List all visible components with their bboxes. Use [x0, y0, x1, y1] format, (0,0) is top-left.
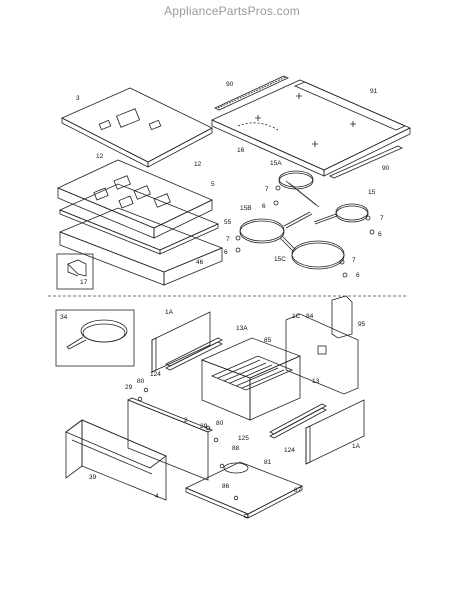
callout-90a: 90 [226, 81, 234, 88]
callouts-upper: 3 90 91 16 12 12 5 55 46 15A 7 6 15 90 1… [76, 81, 390, 286]
callout-87: 87 [294, 487, 302, 494]
callout-6a: 6 [262, 203, 266, 210]
callout-13: 13 [312, 378, 320, 385]
callout-7a: 7 [265, 186, 269, 193]
callout-6b: 6 [378, 231, 382, 238]
callout-7c: 7 [226, 236, 230, 243]
part-39-outer-front [65, 419, 167, 501]
callout-1a: 1A [165, 309, 174, 316]
callout-84: 84 [306, 313, 314, 320]
callout-6d: 6 [356, 272, 360, 279]
part-87-bottom-plate [185, 461, 303, 519]
callout-46: 46 [196, 259, 204, 266]
callout-55: 55 [224, 219, 232, 226]
part-13a-slide [165, 337, 223, 371]
part-95-bracket [331, 295, 353, 339]
part-55-plate [58, 183, 220, 255]
callout-29b: 29 [200, 423, 208, 430]
callout-6c: 6 [224, 249, 228, 256]
callout-1c: 1C [292, 313, 301, 320]
callout-1a2: 1A [352, 443, 361, 450]
part-90-strip-right [329, 145, 403, 179]
callout-2: 2 [184, 417, 188, 424]
callout-124a: 124 [150, 371, 161, 378]
part-5-chassis [57, 159, 213, 239]
burner-15b [239, 211, 313, 244]
callout-5: 5 [211, 181, 215, 188]
callout-80a: 80 [137, 378, 145, 385]
callout-125: 125 [238, 435, 249, 442]
part-3-top-panel [61, 87, 213, 168]
callout-12b: 12 [194, 161, 202, 168]
callout-80b: 80 [216, 420, 224, 427]
callout-13a: 13A [236, 325, 248, 332]
screws-upper [235, 185, 375, 278]
part-1a-side-panel-left [151, 311, 211, 373]
screws-lower [137, 387, 249, 519]
part-1c-rear-panel [285, 313, 359, 395]
callout-3: 3 [76, 95, 80, 102]
burner-15c [279, 235, 345, 270]
callout-86: 86 [222, 483, 230, 490]
callout-7d: 7 [352, 257, 356, 264]
callout-81: 81 [264, 459, 272, 466]
part-13-slide [269, 403, 327, 439]
callout-29a: 29 [125, 384, 133, 391]
callout-4: 4 [155, 493, 159, 500]
callout-15c: 15C [274, 256, 286, 263]
part-90-strip-left [214, 75, 289, 111]
callout-39: 39 [89, 474, 97, 481]
callout-7b: 7 [380, 215, 384, 222]
callout-12a: 12 [96, 153, 104, 160]
burner-15 [313, 203, 369, 225]
callout-15b: 15B [240, 205, 252, 212]
callout-17: 17 [80, 279, 88, 286]
callout-15: 15 [368, 189, 376, 196]
part-2-drawer-front [127, 397, 213, 481]
callout-16: 16 [237, 147, 245, 154]
part-46-tray [58, 207, 224, 286]
part-16-glass-cooktop [211, 79, 411, 177]
callout-95: 95 [358, 321, 366, 328]
callouts-lower: 34 1A 13A 85 1C 84 95 124 80 29 2 29 80 … [60, 309, 366, 500]
callout-91: 91 [370, 88, 378, 95]
part-17-inset [56, 253, 94, 290]
watermark: AppliancePartsPros.com [164, 4, 300, 18]
callout-85: 85 [264, 337, 272, 344]
part-1a-side-panel-right [305, 399, 365, 465]
callout-34: 34 [60, 314, 68, 321]
part-85-drawer-liner [200, 337, 302, 421]
part-34-skillet-inset [55, 309, 135, 367]
callout-124b: 124 [284, 447, 295, 454]
callout-15a: 15A [270, 160, 282, 167]
callout-90b: 90 [382, 165, 390, 172]
callout-88: 88 [232, 445, 240, 452]
burner-15a [278, 170, 320, 208]
